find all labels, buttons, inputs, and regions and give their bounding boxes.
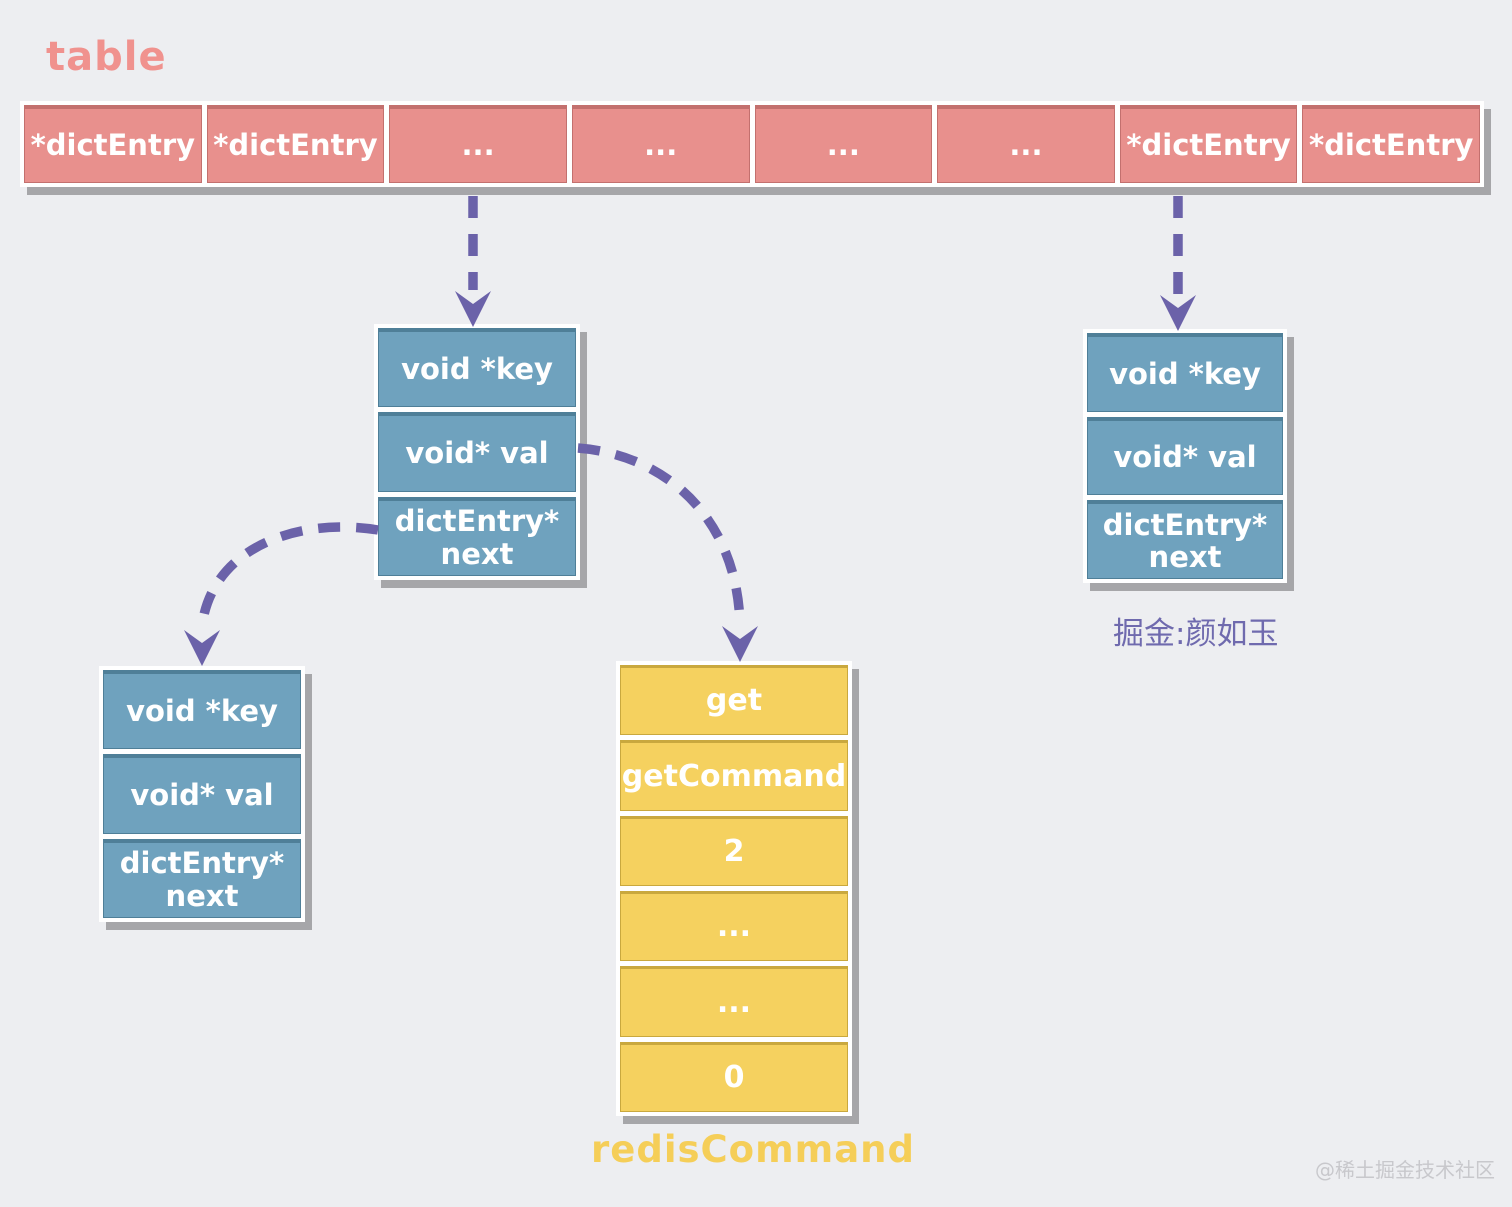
hash-table-cell-2: ... [389, 105, 567, 183]
dict-entry-middle-key: void *key [378, 328, 576, 408]
redis-command-name: get [620, 665, 848, 736]
table-title: table [46, 34, 167, 80]
hash-table-row: *dictEntry *dictEntry ... ... ... ... *d… [20, 101, 1484, 187]
arrow-next-to-left-entry [184, 522, 379, 666]
dict-entry-left-val: void* val [103, 754, 301, 834]
arrow-val-to-redis-command [577, 443, 758, 662]
dict-entry-right-key: void *key [1087, 333, 1283, 412]
hash-table-cell-4: ... [754, 105, 933, 183]
dict-entry-right-next: dictEntry* next [1087, 500, 1283, 580]
dict-entry-left-next: dictEntry* next [103, 838, 301, 918]
redis-command-proc: getCommand [620, 740, 848, 811]
hash-table-cell-7: *dictEntry [1302, 105, 1480, 183]
redis-command-arity: 2 [620, 815, 848, 886]
dict-entry-node-left: void *key void* val dictEntry* next [99, 666, 305, 922]
dict-entry-right-val: void* val [1087, 416, 1283, 496]
dict-entry-middle-val: void* val [378, 412, 576, 492]
dict-entry-middle-next: dictEntry* next [378, 496, 576, 576]
hash-table-cell-6: *dictEntry [1119, 105, 1298, 183]
redis-command-node: get getCommand 2 ... ... 0 [616, 661, 852, 1116]
redis-command-label: redisCommand [591, 1128, 916, 1171]
arrow-slot3-to-middle-entry [455, 196, 491, 327]
dict-entry-node-right: void *key void* val dictEntry* next [1083, 329, 1287, 583]
redis-command-dots-2: ... [620, 966, 848, 1037]
dict-entry-node-middle: void *key void* val dictEntry* next [374, 324, 580, 580]
dict-entry-left-key: void *key [103, 670, 301, 750]
redis-command-zero: 0 [620, 1041, 848, 1112]
arrow-slot7-to-right-entry [1160, 196, 1196, 331]
watermark: @稀土掘金技术社区 [1315, 1158, 1495, 1182]
hash-table-cell-1: *dictEntry [206, 105, 385, 183]
hash-table-cell-3: ... [571, 105, 750, 183]
redis-command-dots-1: ... [620, 890, 848, 962]
hash-table-cell-0: *dictEntry [24, 105, 202, 183]
hash-table-cell-5: ... [937, 105, 1115, 183]
juejin-author-caption: 掘金:颜如玉 [1113, 616, 1279, 652]
